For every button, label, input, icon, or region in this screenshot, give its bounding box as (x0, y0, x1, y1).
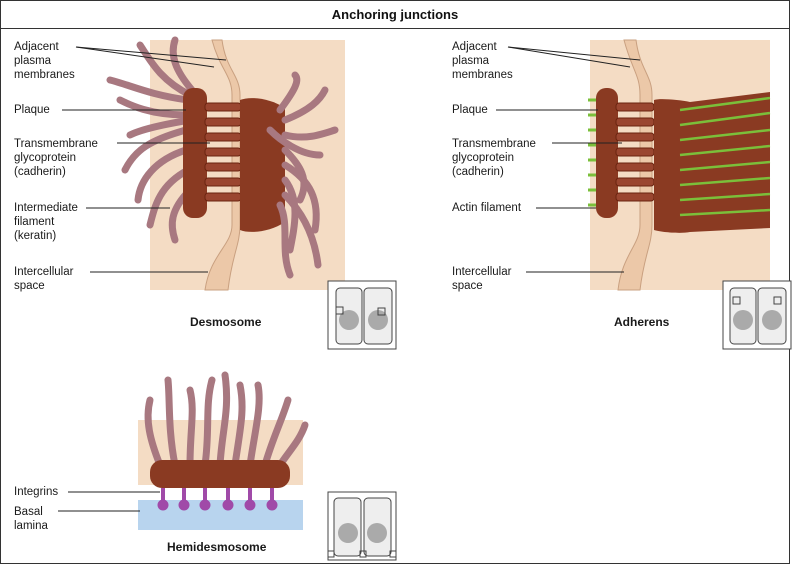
desmosome-right-keratin (266, 71, 339, 279)
figure-title: Anchoring junctions (0, 0, 790, 29)
adherens-right-plaque (654, 92, 770, 233)
desmosome-cadherins (204, 102, 242, 202)
desmosome-label-transmembrane: Transmembrane glycoprotein (cadherin) (14, 138, 98, 178)
desmosome-diagram (106, 36, 345, 291)
desmosome-label-space: Intercellular space (14, 266, 74, 292)
adherens-label-space: Intercellular space (452, 266, 512, 292)
hemidesmosome-integrins (157, 488, 278, 511)
adherens-label-filament: Actin filament (452, 202, 522, 214)
desmosome-label-filament: Intermediate filament (keratin) (14, 202, 78, 242)
hemidesmosome-leader-lines (58, 491, 160, 512)
hemidesmosome-keratin (144, 371, 309, 469)
desmosome-label-plaque: Plaque (14, 104, 50, 116)
hemidesmosome-plaque (150, 460, 290, 488)
adherens-label-membranes: Adjacent plasma membranes (452, 41, 513, 81)
adherens-right-actin (679, 96, 771, 217)
adherens-leader-lines (496, 46, 641, 273)
desmosome-left-plaque (183, 88, 207, 218)
hemidesmosome-inset (327, 491, 397, 561)
desmosome-label-membranes: Adjacent plasma membranes (14, 41, 75, 81)
desmosome-leader-lines (62, 46, 227, 273)
adherens-left-plaque (596, 88, 618, 218)
hemidesmosome-caption: Hemidesmosome (167, 540, 267, 554)
hemidesmosome-diagram (138, 371, 309, 530)
hemidesmosome-label-integrins: Integrins (14, 486, 59, 498)
hemidesmosome-label-lamina: Basal lamina (14, 506, 48, 532)
adherens-inset (722, 280, 792, 350)
desmosome-caption: Desmosome (190, 315, 262, 329)
adherens-label-transmembrane: Transmembrane glycoprotein (cadherin) (452, 138, 536, 178)
adherens-cadherins (615, 102, 655, 202)
adherens-diagram (588, 39, 771, 291)
adherens-label-plaque: Plaque (452, 104, 488, 116)
adherens-caption: Adherens (614, 315, 670, 329)
desmosome-right-plaque (240, 98, 285, 232)
desmosome-inset (327, 280, 397, 350)
